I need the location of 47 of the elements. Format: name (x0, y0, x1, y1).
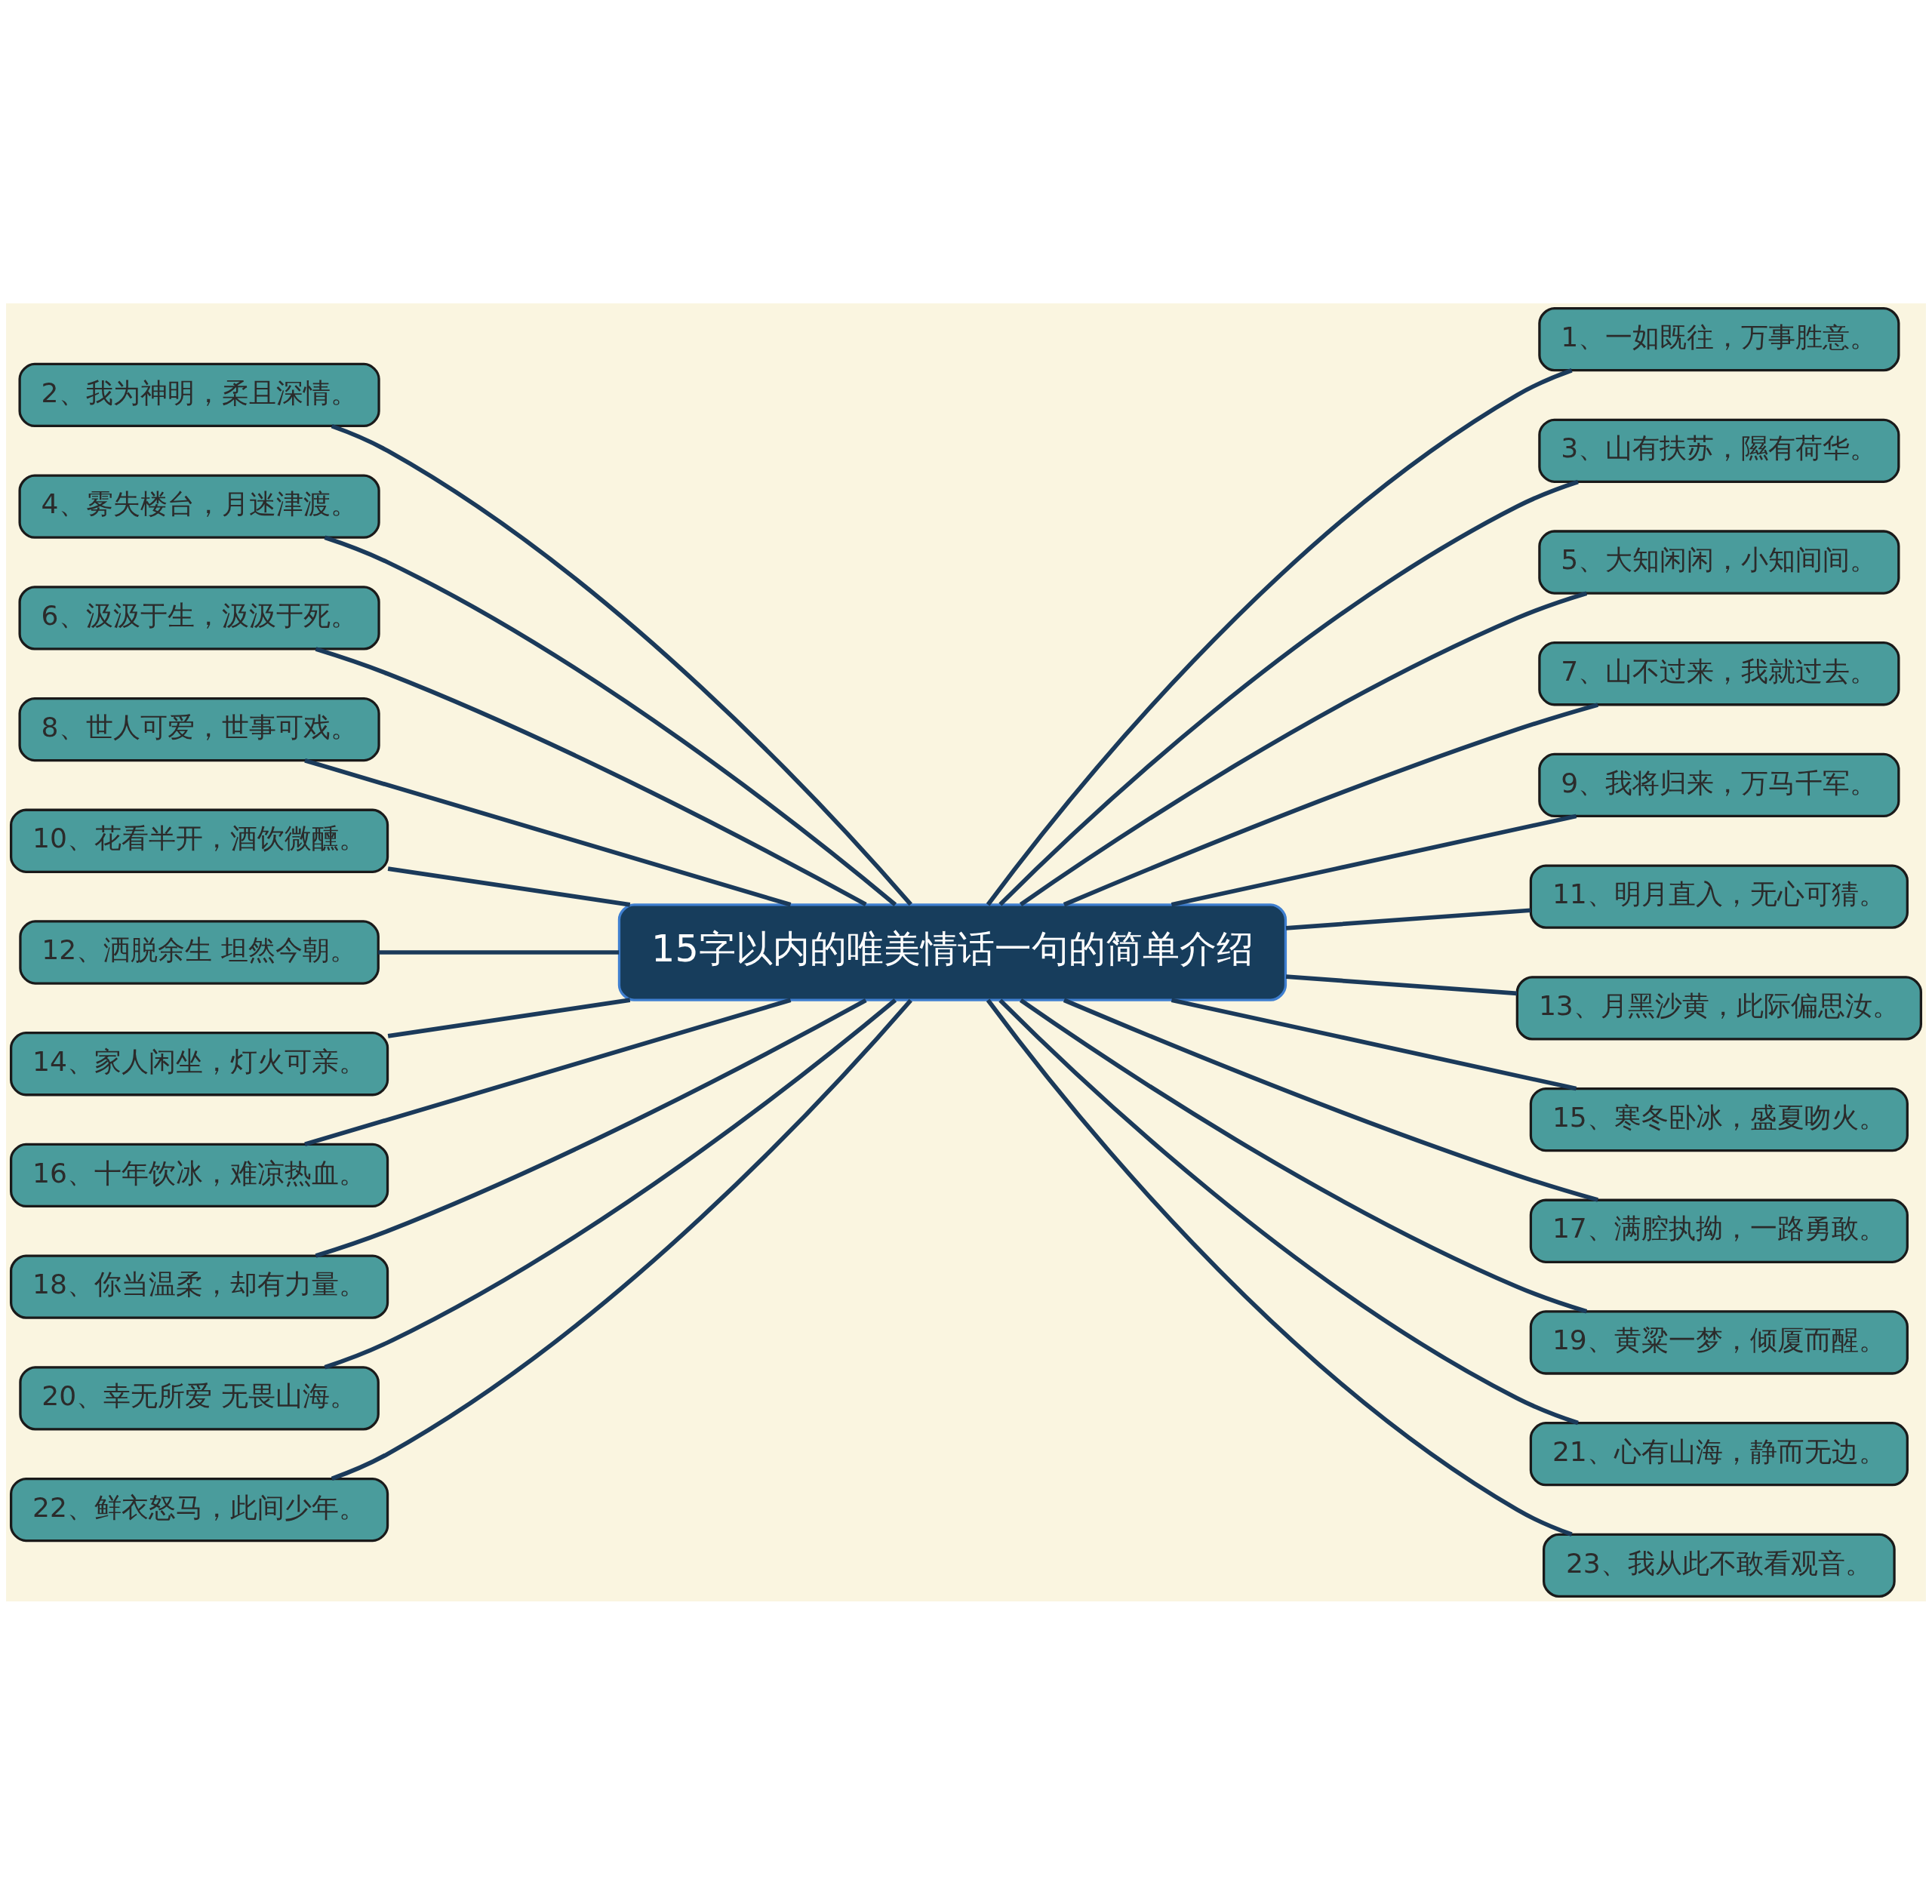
connector (1171, 997, 1577, 1090)
node-box: 23、我从此不敢看观音。 (1543, 1533, 1896, 1598)
node-box: 1、一如既往，万事胜意。 (1538, 306, 1900, 371)
node-box: 9、我将归来，万马千军。 (1538, 752, 1900, 817)
connector (331, 998, 912, 1481)
connector (304, 997, 792, 1146)
connector (1063, 998, 1598, 1202)
connector (387, 866, 631, 907)
node-box: 13、月黑沙黄，此际偏思汝。 (1515, 975, 1922, 1041)
node-box: 18、你当温柔，却有力量。 (9, 1253, 389, 1319)
node-box: 6、汲汲于生，汲汲于死。 (18, 585, 380, 651)
connector (1171, 814, 1577, 907)
connector (1285, 907, 1531, 930)
connector (304, 758, 792, 907)
connector (324, 998, 897, 1369)
node-box: 15字以内的唯美情话一句的简单介绍 (617, 903, 1287, 1001)
node-box: 17、满腔执拗，一路勇敢。 (1529, 1198, 1909, 1263)
connector (1063, 702, 1598, 906)
node-box: 21、心有山海，静而无边。 (1529, 1421, 1909, 1486)
connector (1019, 590, 1588, 906)
node-box: 20、幸无所爱 无畏山海。 (19, 1365, 380, 1430)
node-box: 16、十年饮冰，难凉热血。 (9, 1143, 389, 1207)
node-box: 4、雾失楼台，月迷津渡。 (18, 474, 380, 539)
node-box: 15、寒冬卧冰，盛夏吻火。 (1529, 1087, 1909, 1152)
connector (1285, 974, 1518, 995)
connector (998, 479, 1579, 906)
connector (315, 646, 867, 906)
node-box: 11、明月直入，无心可猜。 (1529, 863, 1909, 929)
node-box: 19、黄粱一梦，倾厦而醒。 (1529, 1309, 1909, 1375)
connector (1019, 998, 1588, 1314)
node-box: 10、花看半开，酒饮微醺。 (9, 808, 389, 873)
connector (331, 423, 912, 906)
connector (986, 368, 1573, 906)
node-box: 3、山有扶苏，隰有荷华。 (1538, 418, 1900, 483)
node-box: 12、洒脱余生 坦然今朝。 (19, 919, 380, 985)
node-box: 2、我为神明，柔且深情。 (18, 362, 380, 427)
connector (387, 997, 631, 1038)
node-box: 8、世人可爱，世事可戏。 (18, 697, 380, 761)
connector (998, 998, 1579, 1425)
node-box: 14、家人闲坐，灯火可亲。 (9, 1031, 389, 1096)
connector (315, 998, 867, 1258)
node-box: 7、山不过来，我就过去。 (1538, 641, 1900, 706)
connector (378, 949, 620, 955)
connector (986, 998, 1573, 1536)
node-box: 22、鲜衣怒马，此间少年。 (9, 1477, 389, 1542)
connector (324, 535, 897, 906)
node-box: 5、大知闲闲，小知间间。 (1538, 529, 1900, 595)
